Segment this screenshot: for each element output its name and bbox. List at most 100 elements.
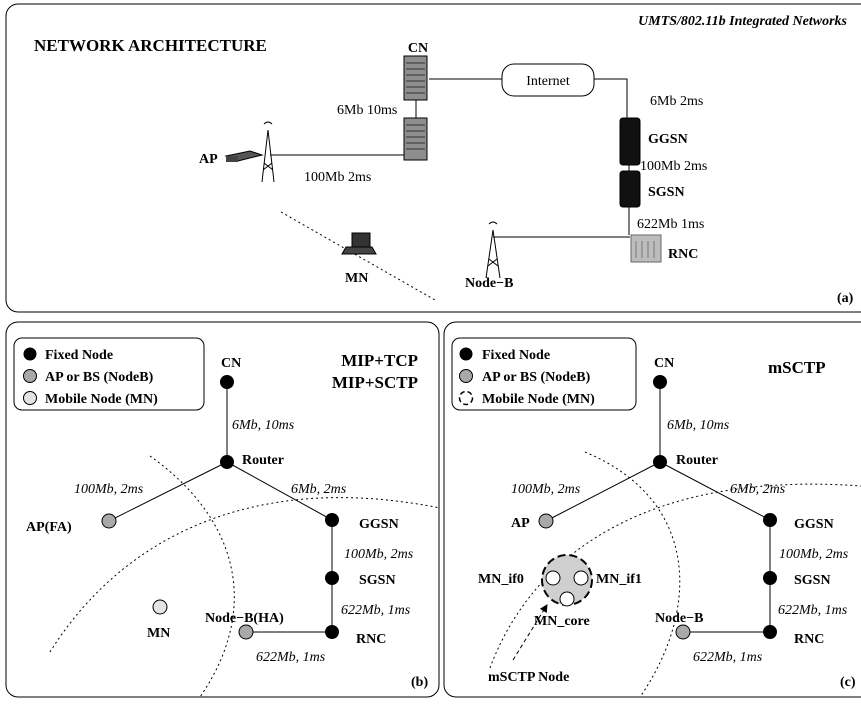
sgsn-label: SGSN [648,185,685,200]
nodeb-label: Node−B [465,276,513,291]
ap-antenna-icon [261,121,275,183]
rnc-label: RNC [668,247,698,262]
b-node-mn [152,599,168,615]
c-node-ap [538,513,554,529]
c-router-label: Router [676,453,718,468]
panel-a-frame [5,3,861,313]
link-ap-label: 100Mb 2ms [304,170,371,185]
panel-c-frame [443,321,861,698]
panel-b-frame [5,321,440,698]
c-node-ggsn [763,513,777,527]
link-ggsn-sgsn-label: 100Mb 2ms [640,159,707,174]
c-mn-core-node [559,591,575,607]
b-link-ggsn-sgsn-label: 100Mb, 2ms [344,547,414,562]
legend-c-mobile: Mobile Node (MN) [482,392,595,407]
mn-movement-path [280,211,436,301]
legend-b-mobile: Mobile Node (MN) [45,392,158,407]
b-node-rnc [325,625,339,639]
panel-a-title: NETWORK ARCHITECTURE [34,36,267,55]
link-cn-label: 6Mb 10ms [337,103,397,118]
c-link-ggsn-sgsn-label: 100Mb, 2ms [779,547,849,562]
c-node-router [653,455,667,469]
c-mn-if1-label: MN_if1 [596,572,642,587]
link-internet-ggsn-label: 6Mb 2ms [650,94,703,109]
link-sgsn-rnc-label: 622Mb 1ms [637,217,704,232]
b-node-ggsn [325,513,339,527]
panel-c: Fixed Node AP or BS (NodeB) Mobile Node … [443,321,861,698]
b-node-router [220,455,234,469]
c-link-cn-router-label: 6Mb, 10ms [667,418,730,433]
b-link-cn-router-label: 6Mb, 10ms [232,418,295,433]
c-node-sgsn [763,571,777,585]
b-ap-label: AP(FA) [26,520,72,535]
protocol-mip-sctp: MIP+SCTP [332,373,418,392]
b-link-rnc-nodeb-label: 622Mb, 1ms [256,650,326,665]
cn-label: CN [408,41,428,56]
b-link-sgsn-rnc-label: 622Mb, 1ms [341,603,411,618]
c-link-router-ap-label: 100Mb, 2ms [511,482,581,497]
ggsn-label: GGSN [648,132,688,147]
b-node-nodeb [238,624,254,640]
c-msctp-arrow [512,604,548,661]
panel-a-subtitle: UMTS/802.11b Integrated Networks [638,14,847,29]
c-cn-label: CN [654,356,674,371]
msctp-mobile-node [541,554,593,607]
b-node-sgsn [325,571,339,585]
panel-a-label: (a) [837,291,854,306]
sgsn-icon [619,170,641,208]
c-node-nodeb [675,624,691,640]
panel-a: UMTS/802.11b Integrated Networks NETWORK… [5,3,861,313]
legend-b-ap-swatch [23,369,37,383]
panel-c-label: (c) [840,675,856,690]
c-mn-if0-label: MN_if0 [478,572,524,587]
c-msctp-node-label: mSCTP Node [488,670,569,685]
internet-cloud [501,63,595,97]
b-cn-label: CN [221,356,241,371]
c-link-sgsn-rnc-label: 622Mb, 1ms [778,603,848,618]
b-link-router-ap-label: 100Mb, 2ms [74,482,144,497]
c-link-router-ggsn [659,461,771,521]
c-coverage-arc-1 [489,483,861,669]
legend-c-fixed-swatch [459,347,473,361]
legend-b-mobile-swatch [23,391,37,405]
rnc-icon [630,234,662,263]
b-node-ap [101,513,117,529]
b-coverage-arc-2 [149,455,235,698]
c-node-rnc [763,625,777,639]
nodeb-antenna-icon [485,221,501,279]
b-ggsn-label: GGSN [359,517,399,532]
legend-c-ap: AP or BS (NodeB) [482,370,591,385]
b-node-cn [220,375,234,389]
internet-label: Internet [526,74,570,89]
b-mn-label: MN [147,626,170,641]
ap-router-icon [224,150,264,162]
c-ggsn-label: GGSN [794,517,834,532]
b-rnc-label: RNC [356,632,386,647]
b-link-router-ggsn [226,461,333,521]
b-link-router-ap [108,461,228,522]
c-coverage-arc-2 [584,451,681,698]
legend-c [451,337,637,411]
b-sgsn-label: SGSN [359,573,396,588]
panel-b: Fixed Node AP or BS (NodeB) Mobile Node … [5,321,441,698]
mn-label: MN [345,271,368,286]
link-internet-ggsn [594,78,628,118]
laptop-icon [341,232,377,255]
legend-b-fixed-swatch [23,347,37,361]
c-mn-if1-node [573,570,589,586]
legend-b-ap: AP or BS (NodeB) [45,370,154,385]
b-link-router-ggsn-label: 6Mb, 2ms [291,482,347,497]
legend-b-fixed: Fixed Node [45,348,113,363]
c-link-router-ap [545,461,661,522]
cn-server-icon [403,55,428,161]
protocol-msctp: mSCTP [768,358,826,377]
legend-c-mobile-swatch [458,390,474,406]
c-node-cn [653,375,667,389]
protocol-mip-tcp: MIP+TCP [341,351,418,370]
legend-c-fixed: Fixed Node [482,348,550,363]
ap-label: AP [199,152,218,167]
c-rnc-label: RNC [794,632,824,647]
ggsn-icon [619,117,641,166]
